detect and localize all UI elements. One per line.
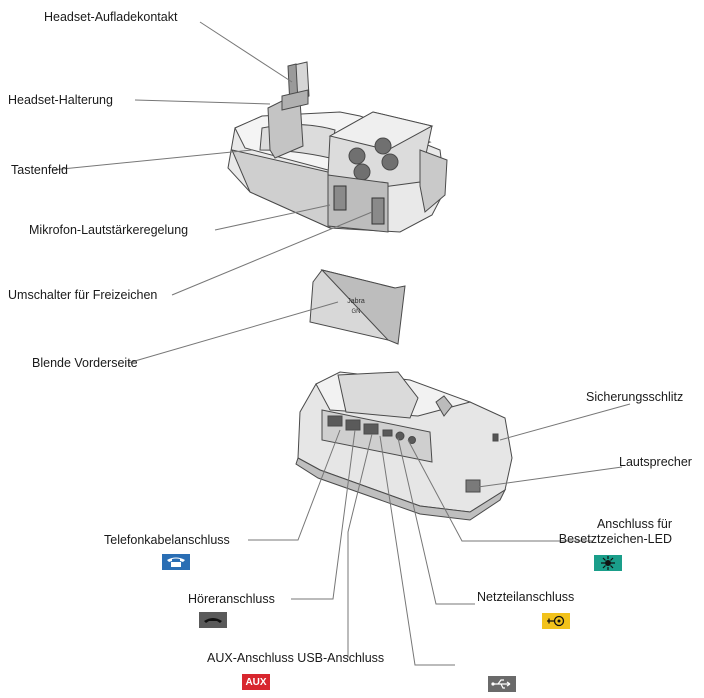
label-handset-port: Höreranschluss <box>188 592 275 606</box>
base-station-rear <box>295 371 513 521</box>
label-keypad: Tastenfeld <box>11 163 68 177</box>
cover-text-line2: GN <box>352 309 361 315</box>
led-icon <box>594 555 622 571</box>
label-power-port: Netzteilanschluss <box>477 590 575 604</box>
label-busy-led-port-line1: Anschluss für <box>596 517 672 531</box>
label-dial-tone-switch: Umschalter für Freizeichen <box>8 288 158 302</box>
label-front-cover: Blende Vorderseite <box>32 356 138 370</box>
label-mic-volume: Mikrofon-Lautstärkeregelung <box>29 223 189 237</box>
label-aux-usb-port: AUX-Anschluss USB-Anschluss <box>207 651 385 665</box>
cover-text-line1: Jabra <box>347 298 365 305</box>
label-busy-led-port-line2: Besetztzeichen-LED <box>558 532 672 546</box>
label-phone-cable-port: Telefonkabelanschluss <box>104 533 230 547</box>
telephone-icon <box>162 554 190 570</box>
label-security-slot: Sicherungsschlitz <box>586 390 684 404</box>
power-plug-icon <box>542 613 570 629</box>
label-charging-contact: Headset-Aufladekontakt <box>44 10 178 24</box>
base-station-front <box>227 61 448 233</box>
label-busy-led-port: Anschluss für Besetztzeichen-LED <box>500 517 672 547</box>
aux-badge: AUX <box>242 674 270 690</box>
handset-icon <box>199 612 227 628</box>
leader-lines <box>51 21 631 666</box>
usb-icon <box>488 676 516 692</box>
label-holder: Headset-Halterung <box>8 93 113 107</box>
label-speaker: Lautsprecher <box>619 455 692 469</box>
front-cover-illustration <box>309 269 406 345</box>
